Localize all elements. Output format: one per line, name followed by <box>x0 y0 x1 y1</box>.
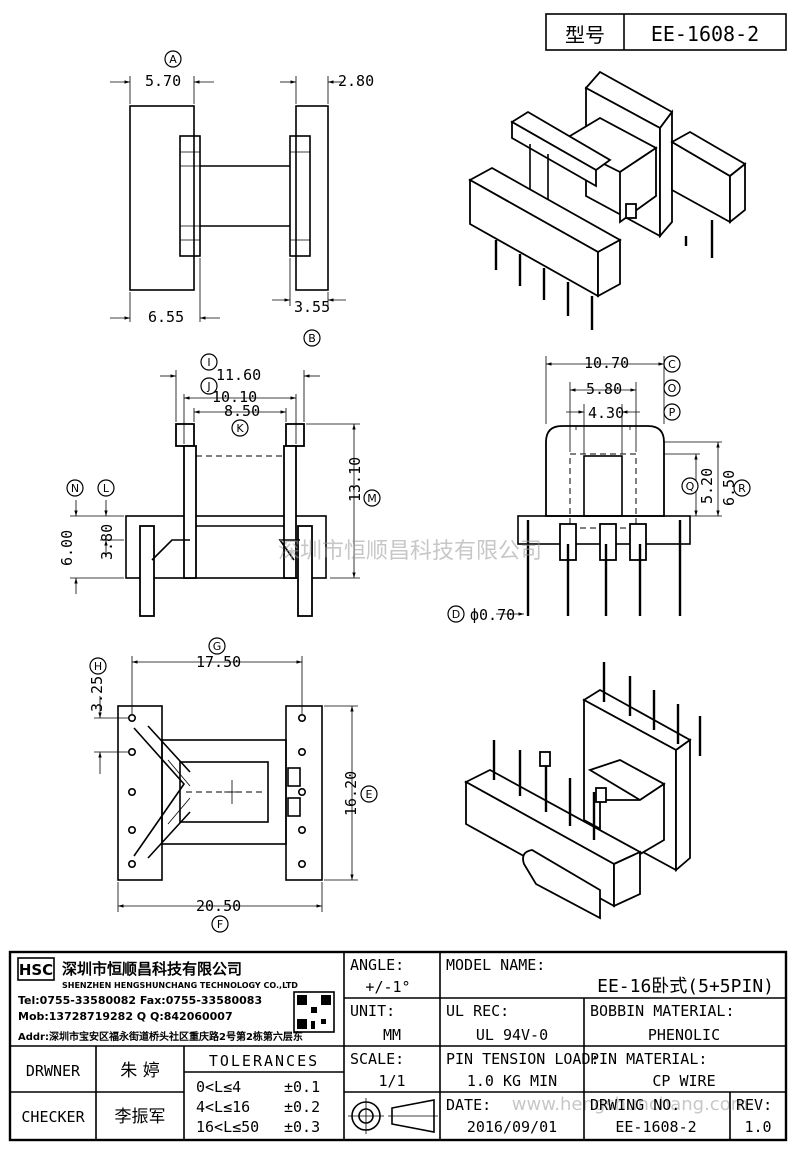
company-addr: Addr:深圳市宝安区福永街道桥头社区重庆路2号第2栋第六层东 <box>18 1030 303 1043</box>
dim-d: 3.55 <box>294 298 330 316</box>
angle-label: ANGLE: <box>350 956 404 974</box>
dim-j: 10.10 <box>212 388 257 406</box>
dim-a: 5.70 <box>145 72 181 90</box>
svg-text:HSC: HSC <box>19 961 53 979</box>
marker-l: L <box>103 482 110 495</box>
iso-view-top <box>468 70 747 330</box>
marker-c: C <box>668 358 676 371</box>
dim-h: 3.25 <box>88 676 106 712</box>
marker-o: O <box>668 382 677 395</box>
model-header: 型号 EE-1608-2 <box>545 13 787 51</box>
dim-side-c: 10.70 <box>584 354 629 372</box>
qr-code <box>293 991 335 1033</box>
company-name-en: SHENZHEN HENGSHUNCHANG TECHNOLOGY CO.,LT… <box>62 981 298 990</box>
pin-tension-value: 1.0 KG MIN <box>467 1072 557 1090</box>
company-mob-qq: Mob:13728719282 Q Q:842060007 <box>18 1010 233 1023</box>
side-view: 10.70 5.80 4.30 5.20 6.50 ф0.70 C O P Q … <box>447 354 751 624</box>
marker-j: J <box>206 380 210 393</box>
marker-r: R <box>738 482 746 495</box>
tol-value-0: ±0.1 <box>284 1078 320 1096</box>
pin-tension-label: PIN TENSION LOAD: <box>446 1050 600 1068</box>
dim-b: 2.80 <box>338 72 374 90</box>
marker-d: D <box>452 608 460 621</box>
dim-l: 3.80 <box>98 524 116 560</box>
ul-rec-label: UL REC: <box>446 1002 509 1020</box>
ul-rec-value: UL 94V-0 <box>476 1026 548 1044</box>
marker-h: H <box>94 660 102 673</box>
marker-a: A <box>169 53 177 66</box>
date-label: DATE: <box>446 1096 491 1114</box>
dim-i: 11.60 <box>216 366 261 384</box>
tol-value-2: ±0.3 <box>284 1118 320 1136</box>
company-tel-fax: Tel:0755-33580082 Fax:0755-33580083 <box>18 994 262 1007</box>
unit-label: UNIT: <box>350 1002 395 1020</box>
rev-value: 1.0 <box>744 1118 771 1136</box>
marker-i: I <box>207 356 210 369</box>
checker-name: 李振军 <box>115 1107 166 1127</box>
bobbin-material-label: BOBBIN MATERIAL: <box>590 1002 735 1020</box>
marker-p: P <box>669 406 676 419</box>
dim-m: 13.10 <box>346 457 364 502</box>
marker-m: M <box>367 492 377 505</box>
top-view: 5.70 2.80 6.55 3.55 A B <box>110 50 374 347</box>
title-block: HSC 深圳市恒顺昌科技有限公司 SHENZHEN HENGSHUNCHANG … <box>8 950 788 1142</box>
dim-e: 16.20 <box>342 771 360 816</box>
model-name-value: EE-16卧式(5+5PIN) <box>597 976 774 997</box>
marker-n: N <box>71 482 79 495</box>
scale-label: SCALE: <box>350 1050 404 1068</box>
dim-p: 4.30 <box>588 404 624 422</box>
angle-value: +/-1° <box>365 978 410 996</box>
drawer-label: DRWNER <box>26 1062 81 1080</box>
date-value: 2016/09/01 <box>467 1118 557 1136</box>
dim-r: 6.50 <box>720 470 738 506</box>
tol-range-0: 0<L≤4 <box>196 1078 241 1096</box>
iso-view-bottom <box>464 662 702 920</box>
tol-range-1: 4<L≤16 <box>196 1098 250 1116</box>
tol-value-1: ±0.2 <box>284 1098 320 1116</box>
dim-c: 6.55 <box>148 308 184 326</box>
bottom-view: 17.50 3.25 16.20 20.50 G H E F <box>88 637 378 933</box>
pin-material-label: PIN MATERIAL: <box>590 1050 707 1068</box>
dim-n: 6.00 <box>58 530 76 566</box>
tol-range-2: 16<L≤50 <box>196 1118 259 1136</box>
company-name-cn: 深圳市恒顺昌科技有限公司 <box>62 960 242 978</box>
checker-label: CHECKER <box>21 1108 85 1126</box>
dim-pin-dia: ф0.70 <box>470 606 515 624</box>
drawer-name: 朱 婷 <box>120 1061 159 1081</box>
marker-b: B <box>308 332 316 345</box>
marker-k: K <box>236 422 244 435</box>
marker-g: G <box>213 640 222 653</box>
marker-f: F <box>217 918 223 931</box>
company-logo: HSC <box>17 957 55 981</box>
drawing-no-value: EE-1608-2 <box>615 1118 696 1136</box>
scale-value: 1/1 <box>378 1072 405 1090</box>
projection-symbol <box>348 1098 438 1134</box>
marker-q: Q <box>686 480 695 493</box>
model-name-label: MODEL NAME: <box>446 956 545 974</box>
dim-o: 5.80 <box>586 380 622 398</box>
tolerances-title: TOLERANCES <box>209 1052 319 1070</box>
dim-q: 5.20 <box>698 468 716 504</box>
dim-k: 8.50 <box>224 402 260 420</box>
dim-g: 17.50 <box>196 653 241 671</box>
type-label: 型号 <box>565 23 605 47</box>
pin-material-value: CP WIRE <box>652 1072 715 1090</box>
rev-label: REV: <box>736 1096 772 1114</box>
unit-value: MM <box>383 1026 401 1044</box>
watermark-text: 深圳市恒顺昌科技有限公司 <box>278 539 542 564</box>
model-number: EE-1608-2 <box>651 22 759 46</box>
drawing-no-label: DRWING NO. <box>590 1096 680 1114</box>
dim-f: 20.50 <box>196 897 241 915</box>
marker-e: E <box>366 788 373 801</box>
bobbin-material-value: PHENOLIC <box>648 1026 720 1044</box>
watermark-url: www.hengshunchang.com <box>512 1094 749 1115</box>
front-view: 11.60 10.10 8.50 13.10 6.00 3.80 I J K M… <box>58 353 381 617</box>
